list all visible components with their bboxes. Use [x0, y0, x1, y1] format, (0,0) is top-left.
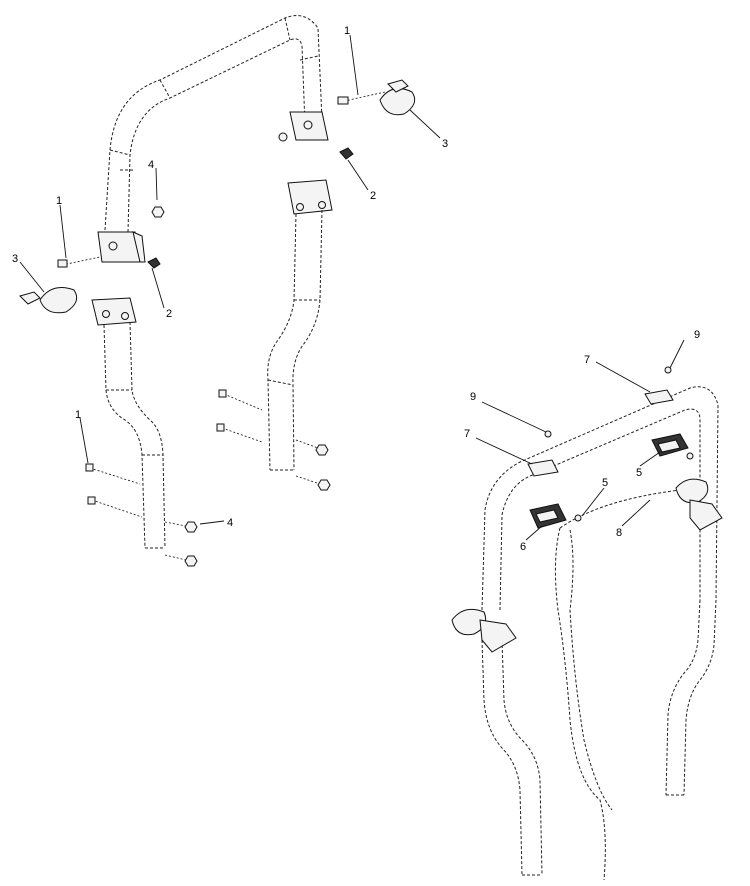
upper-hoop: [104, 15, 323, 233]
callout-label: 1: [75, 409, 81, 421]
installed-hinge-left: [451, 608, 517, 653]
callout-label: 5: [636, 467, 642, 479]
callout-label: 7: [464, 428, 470, 440]
callout-label: 3: [12, 253, 18, 265]
callout-label: 7: [584, 354, 590, 366]
leader-lines: [19, 34, 685, 541]
installed-hinge-right: [675, 478, 723, 531]
callout-label: 2: [166, 308, 172, 320]
hinge-bracket-right: [379, 79, 416, 116]
light-clip-lower: [527, 430, 559, 477]
light-clip-upper: [644, 366, 674, 405]
left-pivot-bracket: [97, 231, 161, 269]
callout-label: 9: [470, 391, 476, 403]
nut-upper: [151, 206, 165, 218]
bolt-upper-left: [57, 256, 101, 268]
lower-left-fasteners: [85, 463, 198, 567]
wire-harness: [554, 489, 681, 881]
bolt-upper-right: [337, 91, 386, 105]
callout-label: 4: [227, 517, 233, 529]
callout-label: 3: [442, 138, 448, 150]
callout-labels: 1 3 2 4 1 3 2 1 4 9 7 9 7 5 5 6 8: [12, 25, 700, 553]
callout-label: 8: [616, 527, 622, 539]
hinge-bracket-left: [19, 287, 78, 314]
left-lower-tube: [91, 297, 166, 549]
callout-label: 1: [344, 25, 350, 37]
right-lower-tube: [267, 179, 333, 471]
callout-label: 6: [520, 541, 526, 553]
led-light-right: [651, 433, 694, 460]
right-pivot-bracket: [278, 111, 354, 160]
callout-label: 5: [602, 477, 608, 489]
callout-label: 9: [694, 329, 700, 341]
callout-label: 4: [148, 159, 154, 171]
callout-label: 2: [370, 190, 376, 202]
led-light-left: [529, 503, 582, 529]
callout-label: 1: [56, 195, 62, 207]
installed-hoop: [481, 386, 719, 876]
lower-middle-fasteners: [216, 389, 331, 491]
